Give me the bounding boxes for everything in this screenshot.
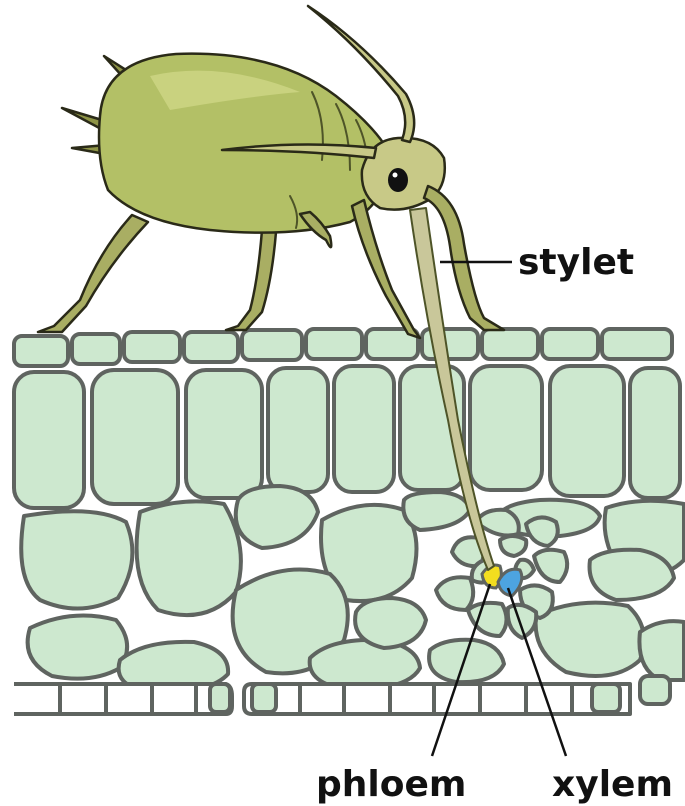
- spongy-layer: [21, 486, 684, 692]
- xylem-label: xylem: [552, 764, 673, 805]
- phloem-label: phloem: [316, 764, 466, 805]
- upper-epidermis: [14, 329, 672, 366]
- aphid-front-leg-left: [352, 200, 420, 338]
- leaf-cross-section: [14, 329, 684, 714]
- aphid-eye: [388, 168, 408, 192]
- aphid-back-leg-right: [226, 230, 276, 330]
- palisade-layer: [14, 366, 680, 508]
- stylet-label: stylet: [518, 242, 634, 283]
- aphid-back-leg-left: [38, 215, 148, 332]
